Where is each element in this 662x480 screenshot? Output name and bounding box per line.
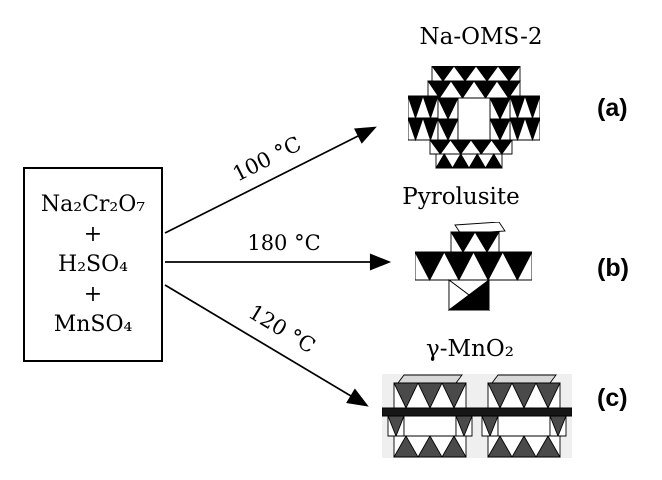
plus-sign: + [83, 282, 103, 307]
na-oms-2-structure-image [408, 66, 540, 169]
product-name-gamma-mno2: γ-MnO₂ [426, 336, 514, 362]
reactant-formula-mnso4: MnSO₄ [53, 312, 133, 337]
temperature-label-180c: 180 °C [247, 231, 321, 255]
pyrolusite-structure-image [415, 222, 532, 311]
arrow-100c [164, 126, 377, 234]
panel-tag-b: (b) [597, 254, 629, 282]
product-name-pyrolusite: Pyrolusite [402, 184, 520, 210]
product-name-na-oms-2: Na-OMS-2 [419, 24, 543, 50]
reactant-formula-h2so4: H₂SO₄ [58, 252, 128, 277]
reactants-box: Na₂Cr₂O₇ + H₂SO₄ + MnSO₄ [23, 167, 163, 362]
reactant-formula-na2cr2o7: Na₂Cr₂O₇ [40, 192, 146, 217]
panel-tag-a: (a) [597, 94, 628, 122]
panel-tag-c: (c) [597, 384, 628, 412]
gamma-mno2-structure-image [382, 374, 572, 458]
arrow-120c [164, 284, 369, 407]
plus-sign: + [83, 222, 103, 247]
